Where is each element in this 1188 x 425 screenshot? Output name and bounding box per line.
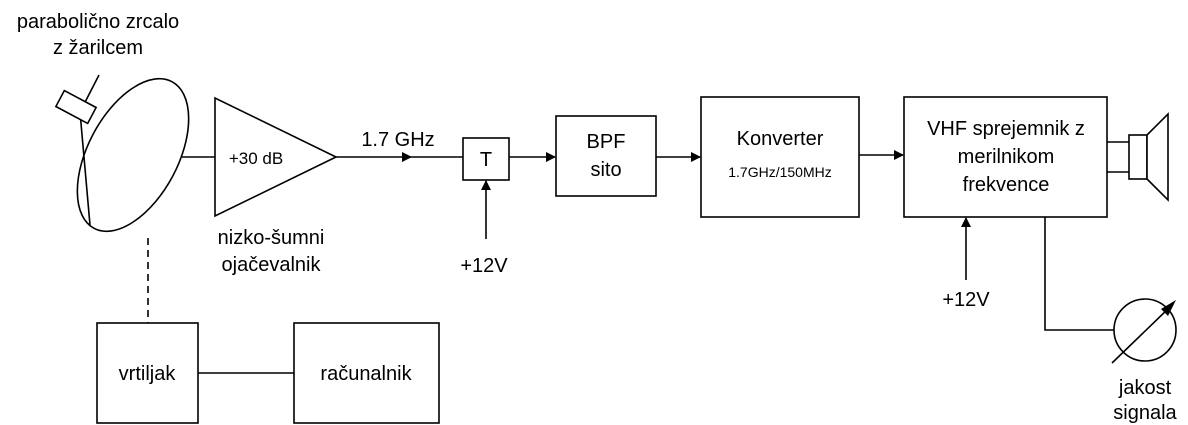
amp-gain: +30 dB — [229, 149, 283, 168]
receiver-box — [903, 96, 1108, 218]
tee-supply: +12V — [460, 255, 508, 277]
parabolic-dish — [54, 74, 190, 233]
converter-box — [700, 96, 860, 218]
converter-line2: 1.7GHz/150MHz — [728, 164, 831, 180]
computer-box — [293, 322, 440, 424]
meter-label-line2: signala — [1113, 402, 1177, 424]
tee-label: T — [480, 149, 492, 171]
receiver-line3: frekvence — [963, 174, 1050, 196]
speaker-icon — [1107, 112, 1169, 202]
receiver-meter-line — [1044, 217, 1114, 331]
freq-label: 1.7 GHz — [361, 129, 434, 151]
meter-label-line1: jakost — [1118, 377, 1172, 399]
converter-line1: Konverter — [737, 128, 824, 150]
dish-label-line2: z žarilcem — [53, 37, 143, 59]
bpf-box — [555, 115, 657, 197]
computer-label: računalnik — [320, 363, 412, 385]
dish-label-line1: parabolično zrcalo — [17, 11, 179, 33]
signal-meter-icon — [1111, 298, 1177, 364]
bpf-line1: BPF — [587, 131, 626, 153]
lna-amplifier — [214, 96, 338, 218]
rotator-label: vrtiljak — [119, 363, 177, 385]
amp-label-line1: nizko-šumni — [218, 227, 325, 249]
bpf-line2: sito — [590, 159, 621, 181]
receiver-supply: +12V — [942, 289, 990, 311]
receiver-line2: merilnikom — [958, 146, 1055, 168]
amp-label-line2: ojačevalnik — [222, 254, 322, 276]
receiver-line1: VHF sprejemnik z — [927, 118, 1085, 140]
feed-horn — [54, 89, 98, 125]
rotator-box — [96, 322, 199, 424]
